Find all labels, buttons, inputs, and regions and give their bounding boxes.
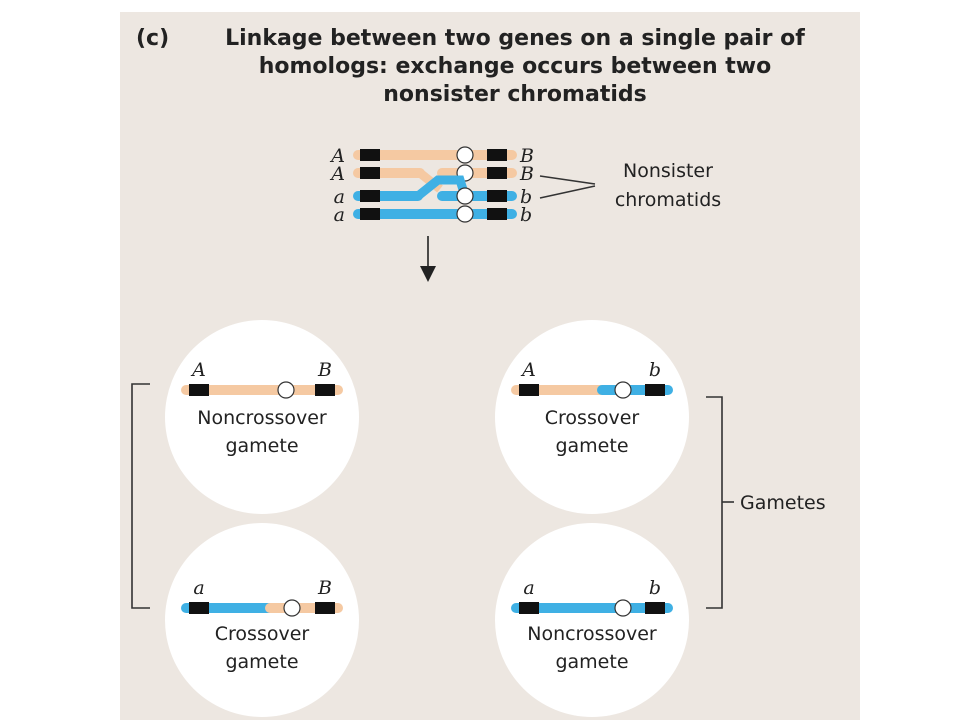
- gene-locus-b: [645, 384, 665, 396]
- title-line-1: Linkage between two genes on a single pa…: [225, 26, 805, 51]
- gamete-top-left: A B Noncrossover gamete: [181, 359, 343, 457]
- gene-label-left-1: A: [329, 145, 345, 167]
- gene-locus-a: [360, 208, 380, 220]
- gene-label-right: b: [649, 577, 661, 599]
- chromatid-3: [353, 175, 517, 205]
- centromere: [614, 381, 632, 399]
- crossover-diagram: (c) Linkage between two genes on a singl…: [131, 26, 826, 717]
- gene-label-right-4: b: [520, 204, 532, 226]
- gene-label-left-3: a: [334, 186, 345, 208]
- figure-panel: (c) Linkage between two genes on a singl…: [120, 12, 860, 720]
- chromatid-1: [353, 146, 517, 164]
- gamete-circle-top-left: [165, 320, 359, 514]
- centromere: [283, 599, 301, 617]
- gamete-bottom-left: a B Crossover gamete: [181, 577, 343, 673]
- gamete-label-line-1: Noncrossover: [527, 623, 657, 645]
- title-line-3: nonsister chromatids: [383, 82, 646, 107]
- gamete-label-line-1: Crossover: [215, 623, 310, 645]
- gene-locus-a: [519, 384, 539, 396]
- gamete-label-line-1: Noncrossover: [197, 407, 327, 429]
- left-bracket: [131, 383, 150, 609]
- gene-label-left: A: [520, 359, 536, 381]
- gene-label-left: a: [193, 577, 204, 599]
- centromere: [456, 205, 474, 223]
- pointer-line-lower: [539, 185, 596, 199]
- gene-locus-b: [487, 208, 507, 220]
- centromere: [456, 187, 474, 205]
- centromere: [277, 381, 295, 399]
- gamete-circle-bottom-right: [495, 523, 689, 717]
- centromere: [456, 146, 474, 164]
- gametes-label: Gametes: [740, 492, 826, 514]
- gamete-label-line-2: gamete: [225, 435, 298, 457]
- gene-label-right-3: b: [520, 186, 532, 208]
- panel-label: (c): [136, 26, 169, 51]
- title-line-2: homologs: exchange occurs between two: [259, 54, 772, 79]
- gene-locus-a: [360, 149, 380, 161]
- gene-label-right: B: [317, 359, 332, 381]
- gene-locus-b: [315, 384, 335, 396]
- gene-locus-b: [487, 149, 507, 161]
- gene-locus-b: [487, 190, 507, 202]
- gamete-top-right: A b Crossover gamete: [511, 359, 673, 457]
- gamete-circle-top-right: [495, 320, 689, 514]
- chromatid-tetrad: A A a a B B b b Nonsister chromatids: [329, 145, 721, 226]
- gene-locus-a: [360, 167, 380, 179]
- gene-locus-b: [645, 602, 665, 614]
- gene-locus-a: [189, 384, 209, 396]
- gene-label-left: A: [190, 359, 206, 381]
- gene-label-left-4: a: [334, 204, 345, 226]
- gene-label-left: a: [523, 577, 534, 599]
- gene-locus-a: [360, 190, 380, 202]
- nonsister-label-line-1: Nonsister: [623, 160, 713, 182]
- chromatid-4: [353, 205, 517, 223]
- gene-locus-a: [519, 602, 539, 614]
- centromere: [614, 599, 632, 617]
- gene-label-right-1: B: [519, 145, 534, 167]
- gene-label-right: B: [317, 577, 332, 599]
- nonsister-label-line-2: chromatids: [615, 189, 721, 211]
- pointer-line-upper: [539, 175, 596, 185]
- gamete-bottom-right: a b Noncrossover gamete: [511, 577, 673, 673]
- gamete-label-line-2: gamete: [225, 651, 298, 673]
- gamete-circle-bottom-left: [165, 523, 359, 717]
- gene-locus-b: [315, 602, 335, 614]
- gene-label-right: b: [649, 359, 661, 381]
- gene-locus-b: [487, 167, 507, 179]
- gamete-label-line-1: Crossover: [545, 407, 640, 429]
- gene-label-right-2: B: [519, 163, 534, 185]
- gene-label-left-2: A: [329, 163, 345, 185]
- gene-locus-a: [189, 602, 209, 614]
- right-bracket: [706, 396, 723, 609]
- gamete-label-line-2: gamete: [555, 435, 628, 457]
- gamete-label-line-2: gamete: [555, 651, 628, 673]
